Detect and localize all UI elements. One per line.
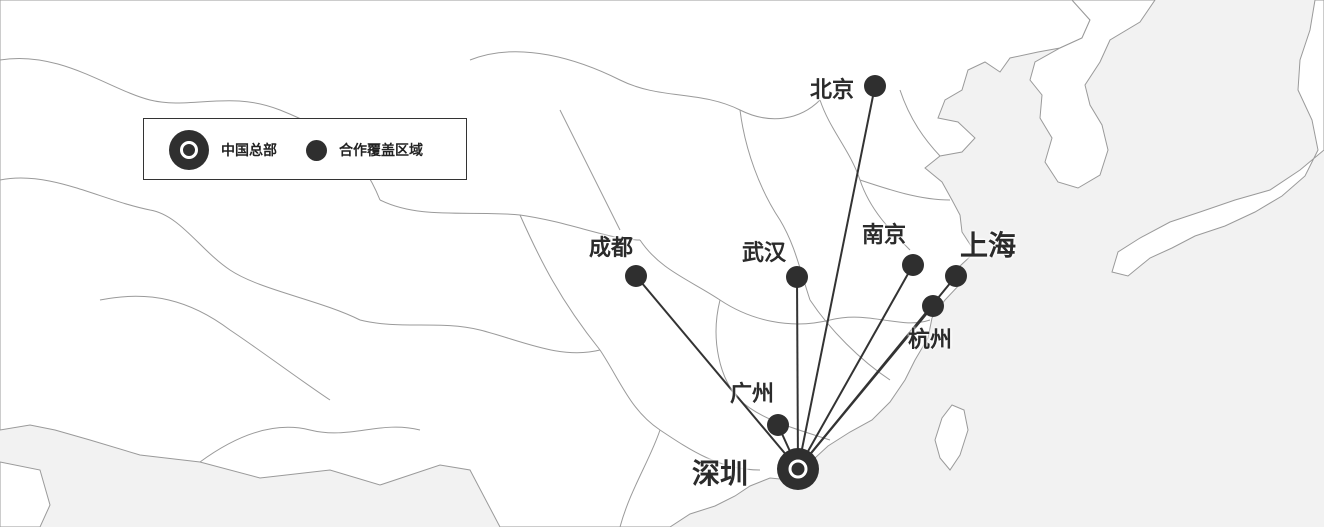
label-nanjing: 南京 <box>862 223 907 248</box>
line-to-wuhan <box>796 276 799 470</box>
marker-chengdu[interactable] <box>625 265 647 287</box>
legend-partner-label: 合作覆盖区域 <box>339 143 423 159</box>
legend-item-hq: 中国总部 <box>169 119 277 181</box>
hq-marker-ring <box>788 459 808 479</box>
line-to-beijing <box>797 85 876 470</box>
label-wuhan: 武汉 <box>742 241 787 266</box>
city-markers <box>625 75 967 436</box>
taiwan <box>934 404 969 471</box>
hq-ring-icon <box>169 130 209 170</box>
japan-islands <box>1111 0 1324 277</box>
label-shenzhen-hq: 深圳 <box>692 457 749 490</box>
label-shanghai: 上海 <box>960 229 1017 262</box>
marker-nanjing[interactable] <box>902 254 924 276</box>
label-hangzhou: 杭州 <box>908 328 953 353</box>
legend-hq-label: 中国总部 <box>221 143 277 159</box>
hq-marker-outer[interactable] <box>777 448 819 490</box>
province-borders <box>0 51 951 527</box>
hq-marker <box>777 448 819 490</box>
marker-shanghai[interactable] <box>945 265 967 287</box>
label-beijing: 北京 <box>810 78 855 103</box>
marker-guangzhou[interactable] <box>767 414 789 436</box>
marker-beijing[interactable] <box>864 75 886 97</box>
map-legend: 中国总部 合作覆盖区域 <box>143 118 467 180</box>
line-to-chengdu <box>635 275 799 470</box>
marker-hangzhou[interactable] <box>922 295 944 317</box>
label-chengdu: 成都 <box>589 236 634 261</box>
korea-peninsula <box>1029 0 1156 189</box>
line-to-hangzhou <box>797 305 934 470</box>
marker-wuhan[interactable] <box>786 266 808 288</box>
label-guangzhou: 广州 <box>730 382 775 407</box>
line-to-nanjing <box>797 264 914 470</box>
legend-item-partner: 合作覆盖区域 <box>306 119 423 181</box>
hainan <box>0 461 51 527</box>
dot-icon <box>306 139 327 161</box>
